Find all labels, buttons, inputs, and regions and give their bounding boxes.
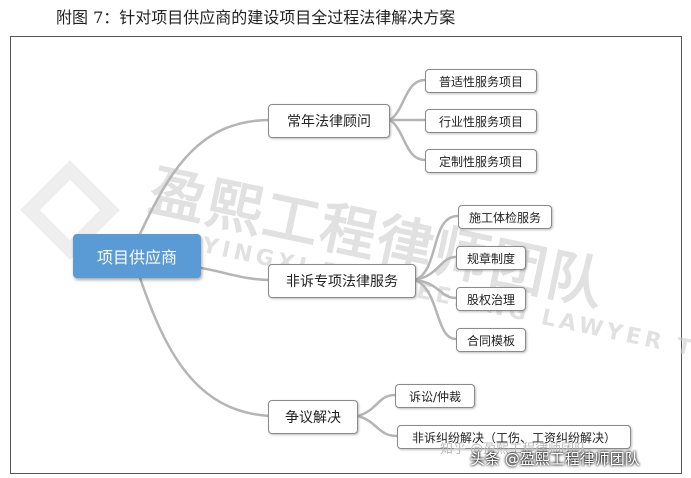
source-watermark: 头条 @盈熙工程律师团队 <box>470 450 640 468</box>
leaf-node: 非诉纠纷解决（工伤、工资纠纷解决） <box>397 425 631 449</box>
connector-root-branch-2 <box>199 266 272 282</box>
connector-b3-c2 <box>356 414 399 438</box>
connector-b2-c4 <box>413 278 458 341</box>
branch-node-special-services: 非诉专项法律服务 <box>268 264 416 298</box>
connector-b1-c3 <box>388 118 427 162</box>
leaf-node: 施工体检服务 <box>458 205 552 229</box>
figure-title: 附图 7：针对项目供应商的建设项目全过程法律解决方案 <box>56 8 456 27</box>
root-node: 项目供应商 <box>73 234 201 278</box>
leaf-node: 合同模板 <box>456 328 526 352</box>
watermark-logo-icon <box>20 160 120 260</box>
branch-node-dispute-resolution: 争议解决 <box>268 400 358 434</box>
leaf-node: 诉讼/仲裁 <box>395 384 475 408</box>
connector-root-branch-3 <box>138 276 272 418</box>
connector-b1-c1 <box>388 78 427 122</box>
branch-node-annual-counsel: 常年法律顾问 <box>268 104 390 138</box>
leaf-node: 行业性服务项目 <box>425 109 537 133</box>
leaf-node: 规章制度 <box>456 246 526 270</box>
leaf-node: 定制性服务项目 <box>425 149 537 173</box>
leaf-node: 股权治理 <box>456 287 526 311</box>
connector-b2-c1 <box>413 214 460 282</box>
connector-b2-c2 <box>413 255 458 282</box>
connector-root-branch-1 <box>138 118 272 236</box>
connector-b3-c1 <box>356 393 397 418</box>
leaf-node: 普适性服务项目 <box>425 69 537 93</box>
connector-b2-c3 <box>413 278 458 300</box>
zhihu-watermark: 知乎 @盈熙工程律师团队 <box>440 442 588 457</box>
